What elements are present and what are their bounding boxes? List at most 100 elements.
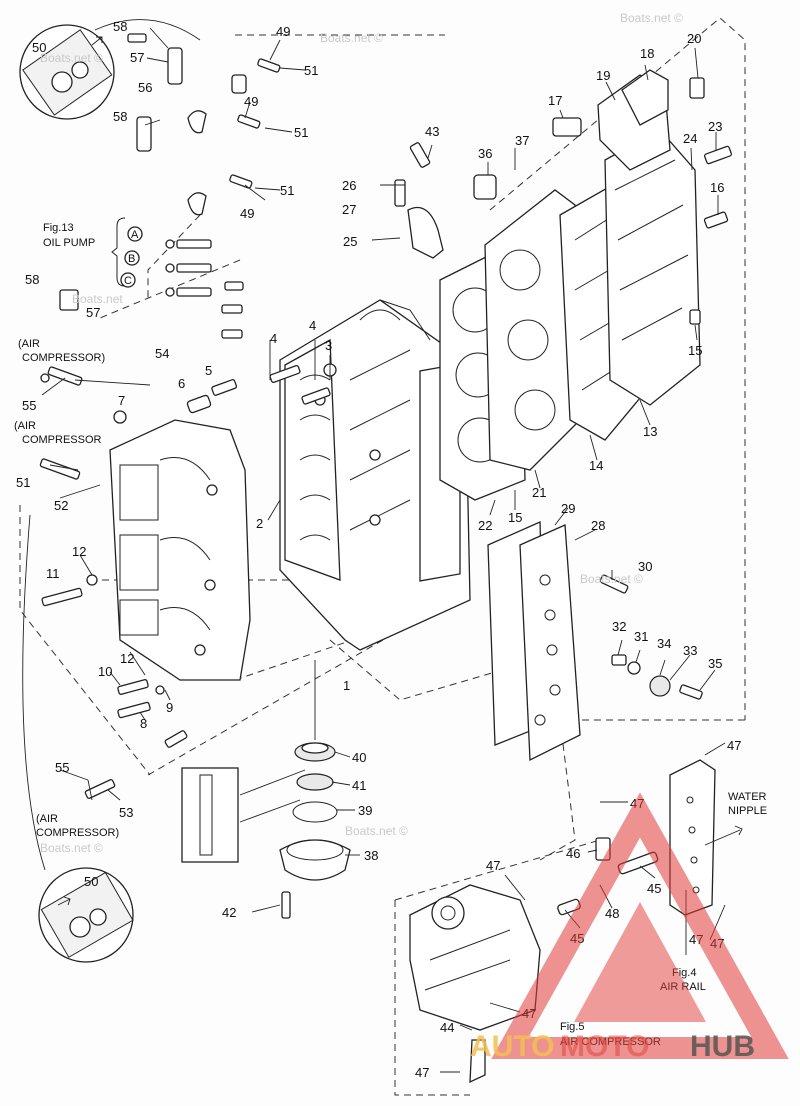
callout: 46 [566, 846, 580, 861]
cylinder-head-group [439, 69, 701, 501]
exhaust-cover [487, 521, 581, 762]
watermark: Boats.net [72, 292, 123, 306]
callout-numbers: 1 2 3 4 4 5 6 7 8 9 10 11 12 12 13 14 15… [16, 19, 741, 1080]
callout: 2 [256, 516, 263, 531]
callout: 12 [72, 544, 86, 559]
logo-triangle [491, 792, 789, 1059]
watermark: Boats.net © [40, 841, 103, 855]
air-compressor-label-2b: COMPRESSOR [22, 434, 102, 446]
callout: 55 [55, 760, 69, 775]
air-compressor [409, 884, 541, 1084]
callout: 28 [591, 518, 605, 533]
watermark: Boats.net © [580, 572, 643, 586]
watermark: Boats.net © [320, 31, 383, 45]
callout: 13 [643, 424, 657, 439]
watermark: Boats.net © [620, 11, 683, 25]
air-compressor-label-3: (AIR [36, 813, 58, 825]
callout: 56 [138, 80, 152, 95]
callout: 39 [358, 803, 372, 818]
callout: 15 [688, 343, 702, 358]
callout: 24 [683, 131, 697, 146]
air-compressor-label-2: (AIR [14, 420, 36, 432]
callout: 42 [222, 905, 236, 920]
callout: 47 [727, 738, 741, 753]
callout: 51 [294, 125, 308, 140]
air-compressor-label-1: (AIR [18, 338, 40, 350]
callout: 43 [425, 124, 439, 139]
callout: 16 [710, 180, 724, 195]
callout: 17 [548, 93, 562, 108]
fig13-label: Fig.13 [43, 222, 74, 234]
callout: 8 [140, 716, 147, 731]
marker-b: B [128, 253, 135, 265]
callout: 7 [118, 393, 125, 408]
callout: 49 [244, 94, 258, 109]
callout: 54 [155, 346, 169, 361]
logo-text-moto: MOTO [560, 1030, 649, 1063]
callout: 51 [280, 183, 294, 198]
callout: 23 [708, 119, 722, 134]
callout: 30 [638, 559, 652, 574]
bearing-seal-stack [181, 660, 351, 881]
detail-circle-top [19, 19, 201, 120]
callout: 38 [364, 848, 378, 863]
callout: 12 [120, 651, 134, 666]
detail-circle-bottom [22, 514, 134, 963]
callout: 47 [415, 1065, 429, 1080]
automotohub-logo: AUTO MOTO HUB [470, 792, 789, 1063]
marker-c: C [124, 275, 132, 287]
callout: 58 [113, 109, 127, 124]
callout: 50 [32, 40, 46, 55]
callout: 58 [113, 19, 127, 34]
callout: 45 [647, 881, 661, 896]
callout: 18 [640, 46, 654, 61]
callout: 55 [22, 398, 36, 413]
watermark: Boats.net © [40, 51, 103, 65]
callout: 31 [634, 629, 648, 644]
fig5-label: Fig.5 [560, 1021, 584, 1033]
callout: 21 [532, 485, 546, 500]
callout: 57 [130, 50, 144, 65]
callout: 37 [515, 133, 529, 148]
callout: 32 [612, 619, 626, 634]
callout: 50 [84, 874, 98, 889]
callout: 51 [304, 63, 318, 78]
oil-pump-label: OIL PUMP [43, 237, 95, 249]
callout: 26 [342, 178, 356, 193]
hardware [39, 33, 733, 919]
callout: 14 [589, 458, 603, 473]
callout: 5 [205, 363, 212, 378]
logo-text-auto: AUTO [470, 1030, 554, 1063]
callout: 35 [708, 656, 722, 671]
callout: 4 [270, 331, 277, 346]
oil-pump-markers: A B C [111, 217, 143, 288]
water-nipple-label-2: NIPPLE [728, 805, 767, 817]
callout: 49 [240, 206, 254, 221]
callout: 49 [276, 24, 290, 39]
callout: 20 [687, 31, 701, 46]
air-compressor-label-3b: COMPRESSOR) [36, 827, 119, 839]
callout: 51 [16, 475, 30, 490]
air-compressor-label-1b: COMPRESSOR) [22, 352, 105, 364]
callout: 44 [440, 1020, 454, 1035]
callout: 53 [119, 805, 133, 820]
callout: 9 [166, 700, 173, 715]
callout: 47 [486, 858, 500, 873]
callout: 19 [596, 68, 610, 83]
callout: 40 [352, 750, 366, 765]
callout: 11 [46, 566, 60, 581]
callout: 15 [508, 510, 522, 525]
callout: 10 [98, 664, 112, 679]
callout: 48 [605, 906, 619, 921]
callout: 41 [352, 778, 366, 793]
callout: 33 [683, 643, 697, 658]
callout: 29 [561, 501, 575, 516]
callout: 36 [478, 146, 492, 161]
callout: 22 [478, 518, 492, 533]
callout: 34 [657, 636, 671, 651]
crankcase [109, 419, 251, 681]
callout: 52 [54, 498, 68, 513]
callout: 3 [325, 338, 332, 353]
